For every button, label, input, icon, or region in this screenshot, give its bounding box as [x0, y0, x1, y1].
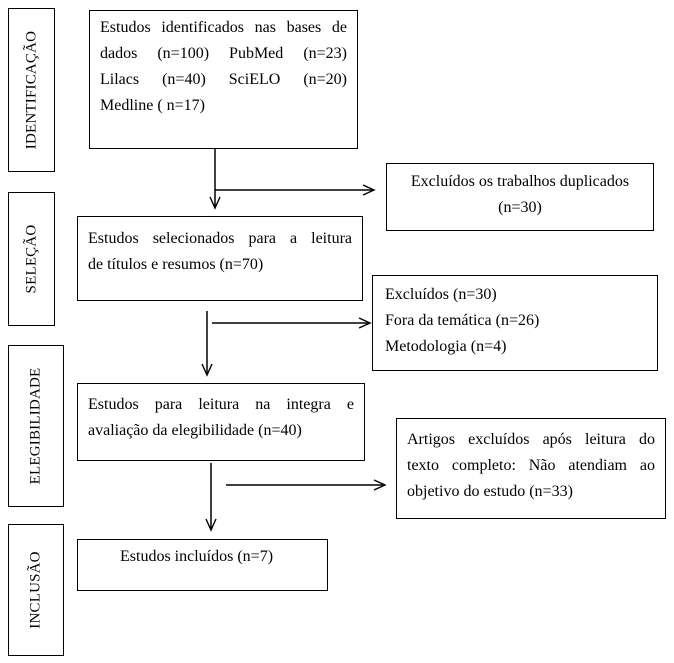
fulltext-excluded-line-3: objetivo do estudo (n=33): [407, 483, 573, 500]
duplicates-excluded-box: Excluídos os trabalhos duplicados (n=30): [386, 163, 654, 231]
duplicates-excluded-line-1: Excluídos os trabalhos duplicados: [410, 173, 630, 190]
stage-identificacao: IDENTIFICAÇÃO: [8, 8, 55, 172]
identified-studies-box: Estudos identificados nas bases de dados…: [89, 10, 358, 149]
screened-studies-box: Estudos selecionados para a leitura de t…: [77, 216, 363, 301]
screen-excluded-line-1: Excluídos (n=30): [385, 286, 497, 303]
included-studies-box: Estudos incluídos (n=7): [77, 539, 328, 591]
eligibility-line-1: Estudos para leitura na integra e: [88, 396, 354, 413]
screen-excluded-box: Excluídos (n=30) Fora da temática (n=26)…: [372, 275, 658, 371]
duplicates-excluded-line-2: (n=30): [498, 199, 542, 216]
stage-inclusao: INCLUSÃO: [8, 524, 64, 656]
identified-line-1: Estudos identificados nas bases de: [100, 19, 347, 36]
fulltext-excluded-box: Artigos excluídos após leitura do texto …: [396, 418, 666, 519]
identified-line-4: Medline ( n=17): [100, 97, 205, 114]
eligibility-line-2: avaliação da elegibilidade (n=40): [88, 422, 302, 439]
screen-excluded-line-3: Metodologia (n=4): [385, 338, 507, 355]
fulltext-excluded-line-2: texto completo: Não atendiam ao: [407, 457, 655, 474]
included-line-1: Estudos incluídos (n=7): [120, 548, 274, 565]
screened-line-1: Estudos selecionados para a leitura: [88, 230, 352, 247]
stage-elegibilidade: ELEGIBILIDADE: [8, 345, 64, 507]
eligibility-box: Estudos para leitura na integra e avalia…: [77, 383, 365, 461]
identified-line-3: Lilacs (n=40) SciELO (n=20): [100, 71, 347, 88]
identified-line-2: dados (n=100) PubMed (n=23): [100, 45, 347, 62]
stage-selecao: SELEÇÃO: [8, 192, 55, 326]
screened-line-2: de títulos e resumos (n=70): [88, 256, 264, 273]
screen-excluded-line-2: Fora da temática (n=26): [385, 312, 540, 329]
fulltext-excluded-line-1: Artigos excluídos após leitura do: [407, 431, 655, 448]
